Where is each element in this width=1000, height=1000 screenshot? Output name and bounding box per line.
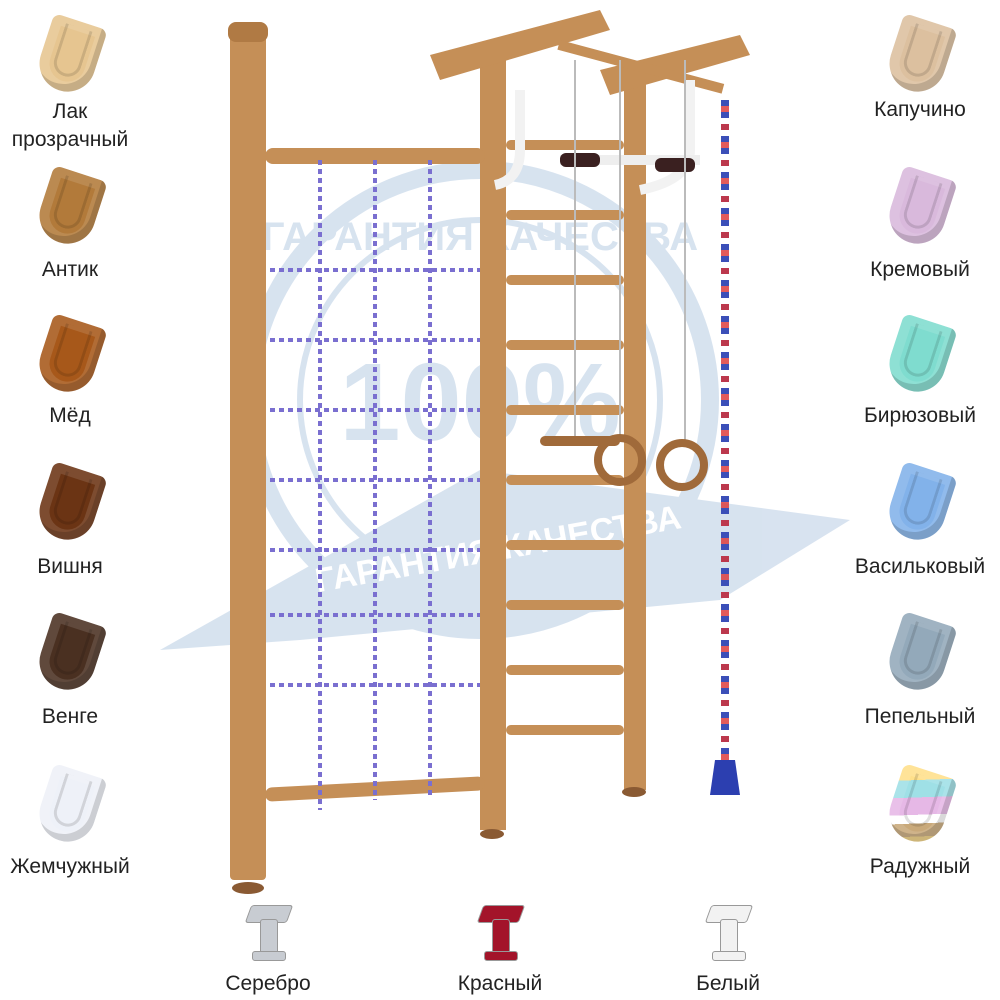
finish-swatch[interactable]	[32, 313, 108, 399]
finish-swatch[interactable]	[32, 763, 108, 849]
rung	[506, 275, 624, 285]
finish-label: Венге	[41, 705, 99, 728]
mount-bracket[interactable]	[704, 905, 754, 961]
finish-label: Пепельный	[864, 705, 976, 728]
finish-swatch[interactable]	[882, 13, 958, 99]
bracket-label: Серебро	[225, 972, 311, 995]
climbing-rope	[710, 100, 740, 795]
climbing-net	[270, 160, 480, 810]
rung	[506, 540, 624, 550]
finish-label: Капучино	[874, 98, 966, 121]
mount-bracket[interactable]	[476, 905, 526, 961]
finish-swatch[interactable]	[32, 13, 108, 99]
finish-label: Кремовый	[870, 258, 970, 281]
rung	[506, 475, 624, 485]
finish-swatch[interactable]	[32, 611, 108, 697]
bracket-label: Белый	[696, 972, 760, 995]
finish-label: Антик	[41, 258, 99, 281]
bracket-foot	[252, 951, 286, 961]
finish-swatch[interactable]	[882, 165, 958, 251]
rung	[506, 140, 624, 150]
finish-label: Лак прозрачный	[11, 100, 129, 151]
bracket-foot	[712, 951, 746, 961]
bracket-label: Красный	[457, 972, 543, 995]
finish-label: Васильковый	[854, 555, 986, 578]
wall-bars-product-image: ГАРАНТИЯ КАЧЕСТВА 100% ГАРАНТИЯ КАЧЕСТВА	[160, 10, 850, 894]
bracket-foot	[484, 951, 518, 961]
mount-bracket[interactable]	[244, 905, 294, 961]
finish-label: Бирюзовый	[864, 404, 976, 427]
finish-label: Жемчужный	[10, 855, 130, 878]
finish-swatch[interactable]	[882, 611, 958, 697]
finish-swatch[interactable]	[32, 461, 108, 547]
rung	[506, 725, 624, 735]
rung	[506, 600, 624, 610]
finish-swatch[interactable]	[32, 165, 108, 251]
rung	[506, 340, 624, 350]
finish-swatch[interactable]	[882, 461, 958, 547]
finish-swatch[interactable]	[882, 763, 958, 849]
finish-swatch[interactable]	[882, 313, 958, 399]
rung	[506, 405, 624, 415]
finish-label: Вишня	[37, 555, 103, 578]
finish-label: Мёд	[49, 404, 91, 427]
gymnastic-rings	[540, 60, 708, 491]
rung	[506, 665, 624, 675]
rung	[506, 210, 624, 220]
finish-label: Радужный	[869, 855, 971, 878]
